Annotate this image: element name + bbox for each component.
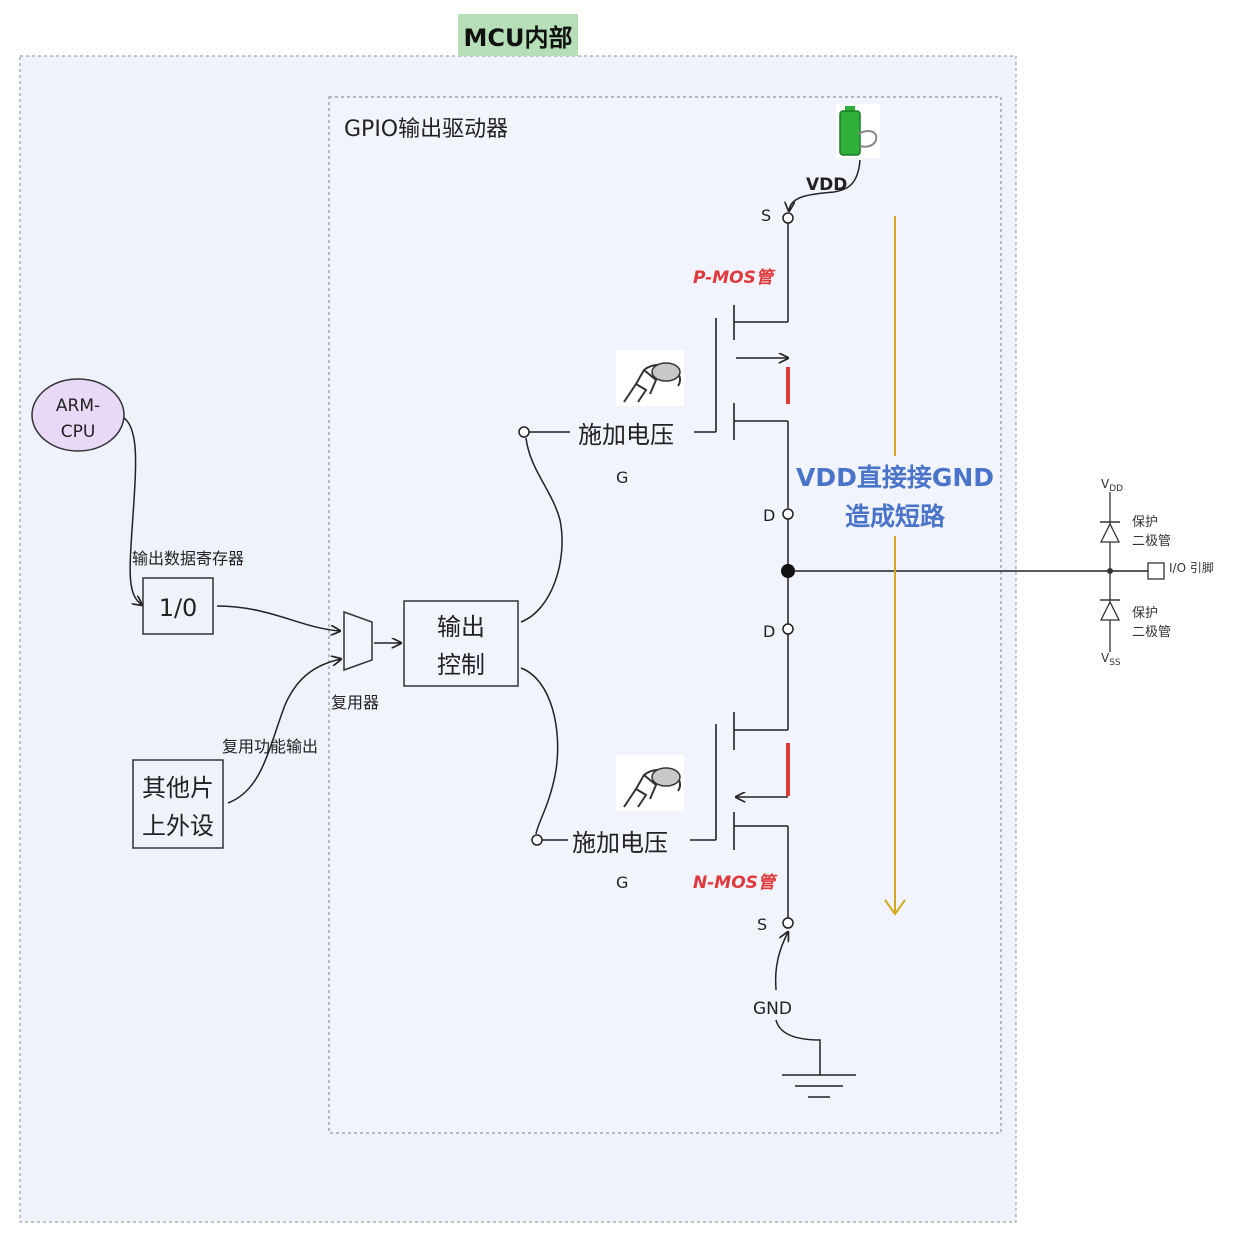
pmos-drain-terminal [782, 508, 794, 520]
mux-label: 复用器 [331, 693, 379, 712]
battery-icon [836, 104, 880, 158]
cpu-node [31, 378, 125, 452]
peripheral-box [132, 759, 224, 849]
control-to-pmos-gate-wire [520, 437, 563, 623]
diode2-label-line1: 保护 [1132, 606, 1158, 621]
alt-func-label: 复用功能输出 [222, 737, 318, 756]
gpio-label: GPIO输出驱动器 [344, 117, 508, 142]
short-text-background [794, 456, 998, 536]
gnd-to-source-wire [774, 932, 788, 991]
output-control-line1: 输出 [437, 613, 485, 641]
gnd-label: GND [753, 999, 792, 1019]
pmos-g-label: G [616, 468, 628, 487]
pmos-gate-terminal [518, 426, 530, 438]
ground-symbol-icon [782, 1074, 856, 1098]
nmos-label: N-MOS管 [693, 873, 778, 893]
output-control-box [403, 600, 519, 687]
protection-vss-label: VSS [1101, 651, 1121, 668]
peripheral-label-line2: 上外设 [142, 812, 214, 840]
diode1-label-line1: 保护 [1132, 515, 1158, 530]
diode2-label-line2: 二极管 [1132, 625, 1171, 640]
nmos-gate-text: 施加电压 [572, 829, 668, 857]
pmos-gate-text: 施加电压 [578, 421, 674, 449]
nmos-source-terminal [782, 917, 794, 929]
output-node [781, 564, 795, 578]
diode1-label-line2: 二极管 [1132, 534, 1171, 549]
gpio-driver-region [328, 96, 1002, 1134]
cpu-label-line1: ARM- [56, 396, 100, 416]
mux-symbol [343, 610, 373, 672]
odr-value: 1/0 [159, 594, 198, 622]
nmos-gate-terminal [531, 834, 543, 846]
protection-circuit [1099, 492, 1121, 652]
odr-box [142, 577, 214, 635]
cpu-label-line2: CPU [61, 422, 96, 442]
odr-to-mux-wire [216, 605, 340, 631]
gnd-wire [775, 1019, 821, 1075]
nmos-g-label: G [616, 873, 628, 892]
nmos-d-label: D [763, 622, 775, 641]
output-control-line2: 控制 [437, 651, 485, 679]
short-circuit-arrow-head [884, 899, 906, 916]
io-pin-box [1147, 562, 1165, 580]
mcu-label: MCU内部 [464, 24, 573, 52]
pmos-source-terminal [782, 212, 794, 224]
battery-to-source-wire [789, 159, 861, 211]
pmos-label: P-MOS管 [693, 268, 776, 288]
pmos-s-label: S [761, 206, 771, 225]
peripheral-label-line1: 其他片 [142, 774, 214, 802]
short-text-line2: 造成短路 [845, 502, 946, 531]
odr-label: 输出数据寄存器 [132, 549, 244, 568]
protection-vdd-label: VDD [1101, 477, 1123, 494]
pushing-figure-icon [616, 350, 684, 406]
short-text-line1: VDD直接接GND [796, 463, 994, 492]
nmos-s-label: S [757, 915, 767, 934]
nmos-drain-terminal [782, 623, 794, 635]
vdd-label: VDD [806, 175, 847, 195]
cpu-to-odr-wire [123, 417, 142, 605]
pushing-figure-icon [616, 755, 684, 811]
pmos-d-label: D [763, 506, 775, 525]
peripheral-to-mux-wire [227, 659, 341, 804]
control-to-nmos-gate-wire [520, 667, 559, 835]
mcu-tag-background [458, 14, 578, 56]
io-pin-label: I/O 引脚 [1169, 560, 1214, 575]
